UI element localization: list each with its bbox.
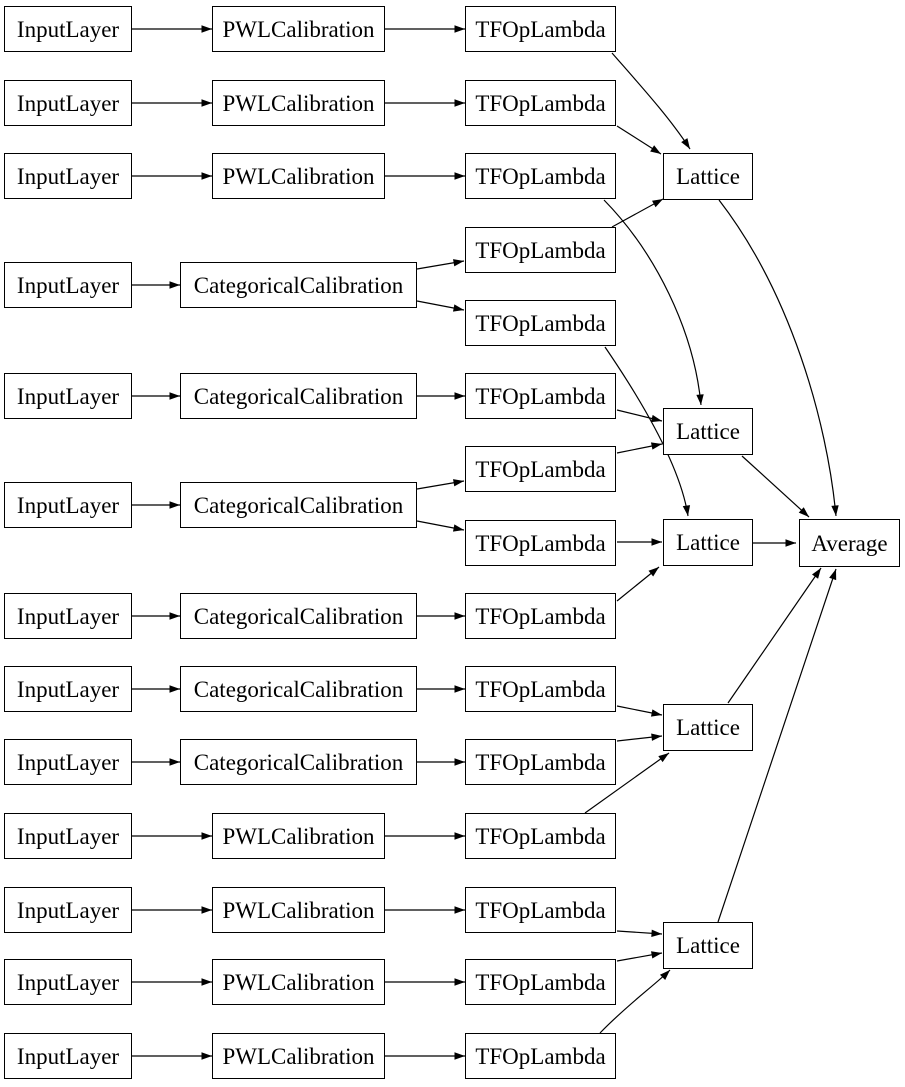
node-categorical-calibration-6: CategoricalCalibration bbox=[180, 739, 417, 785]
node-tfop-lambda-10: TFOpLambda bbox=[465, 666, 616, 712]
node-tfop-lambda-3: TFOpLambda bbox=[465, 153, 616, 199]
node-input-layer-11: InputLayer bbox=[4, 887, 132, 933]
node-tfop-lambda-11: TFOpLambda bbox=[465, 739, 616, 785]
edge-t10-to-l3 bbox=[616, 733, 663, 742]
edge-t5-to-l1 bbox=[616, 409, 663, 423]
node-pwl-calibration-6: PWLCalibration bbox=[212, 959, 385, 1005]
node-input-layer-7: InputLayer bbox=[4, 593, 132, 639]
node-pwl-calibration-1: PWLCalibration bbox=[212, 6, 385, 52]
node-tfop-lambda-12: TFOpLambda bbox=[465, 813, 616, 859]
node-pwl-calibration-5: PWLCalibration bbox=[212, 887, 385, 933]
node-pwl-calibration-4: PWLCalibration bbox=[212, 813, 385, 859]
node-tfop-lambda-8: TFOpLambda bbox=[465, 520, 616, 566]
node-average: Average bbox=[799, 519, 900, 567]
edge-l4-to-avg bbox=[717, 568, 837, 923]
node-tfop-lambda-9: TFOpLambda bbox=[465, 593, 616, 639]
node-categorical-calibration-5: CategoricalCalibration bbox=[180, 666, 417, 712]
edge-t13-to-l4 bbox=[616, 951, 663, 962]
edge-c5-to-t6 bbox=[416, 479, 465, 490]
node-tfop-lambda-15: TFOpLambda bbox=[465, 1033, 616, 1079]
edge-t8-to-l2 bbox=[616, 566, 660, 602]
node-input-layer-4: InputLayer bbox=[4, 262, 132, 308]
edge-t12-to-l4 bbox=[616, 929, 663, 937]
node-input-layer-3: InputLayer bbox=[4, 153, 132, 199]
edge-t3-to-l0 bbox=[611, 198, 664, 228]
node-lattice-5: Lattice bbox=[663, 922, 753, 969]
node-tfop-lambda-4: TFOpLambda bbox=[465, 227, 616, 273]
edge-t11-to-l3 bbox=[584, 752, 670, 814]
edge-t9-to-l3 bbox=[616, 705, 663, 717]
node-lattice-2: Lattice bbox=[663, 408, 753, 455]
edge-t6-to-l1 bbox=[616, 442, 663, 454]
node-categorical-calibration-4: CategoricalCalibration bbox=[180, 593, 417, 639]
node-tfop-lambda-5: TFOpLambda bbox=[465, 300, 616, 346]
node-pwl-calibration-2: PWLCalibration bbox=[212, 80, 385, 126]
edge-t1-to-l0 bbox=[616, 125, 662, 155]
node-categorical-calibration-3: CategoricalCalibration bbox=[180, 482, 417, 528]
node-tfop-lambda-7: TFOpLambda bbox=[465, 446, 616, 492]
node-categorical-calibration-1: CategoricalCalibration bbox=[180, 262, 417, 308]
node-lattice-3: Lattice bbox=[663, 519, 753, 566]
edge-l0-to-avg bbox=[718, 199, 839, 517]
edge-c3-to-t3 bbox=[416, 259, 465, 270]
node-input-layer-9: InputLayer bbox=[4, 739, 132, 785]
node-input-layer-1: InputLayer bbox=[4, 6, 132, 52]
node-pwl-calibration-7: PWLCalibration bbox=[212, 1033, 385, 1079]
node-tfop-lambda-2: TFOpLambda bbox=[465, 80, 616, 126]
edge-l3-to-avg bbox=[727, 567, 822, 704]
node-categorical-calibration-2: CategoricalCalibration bbox=[180, 373, 417, 419]
node-input-layer-10: InputLayer bbox=[4, 813, 132, 859]
edge-t0-to-l0 bbox=[611, 52, 691, 150]
node-input-layer-13: InputLayer bbox=[4, 1033, 132, 1079]
edge-l1-to-avg bbox=[741, 455, 810, 518]
node-tfop-lambda-1: TFOpLambda bbox=[465, 6, 616, 52]
node-lattice-1: Lattice bbox=[663, 153, 753, 200]
node-input-layer-2: InputLayer bbox=[4, 80, 132, 126]
node-tfop-lambda-13: TFOpLambda bbox=[465, 887, 616, 933]
node-input-layer-5: InputLayer bbox=[4, 373, 132, 419]
edge-t14-to-l4 bbox=[599, 969, 671, 1034]
node-pwl-calibration-3: PWLCalibration bbox=[212, 153, 385, 199]
node-input-layer-6: InputLayer bbox=[4, 482, 132, 528]
edge-t2-to-l1 bbox=[603, 199, 704, 406]
node-tfop-lambda-6: TFOpLambda bbox=[465, 373, 616, 419]
edge-c3-to-t4 bbox=[416, 300, 465, 312]
node-input-layer-12: InputLayer bbox=[4, 959, 132, 1005]
node-input-layer-8: InputLayer bbox=[4, 666, 132, 712]
node-lattice-4: Lattice bbox=[663, 704, 753, 751]
edge-c5-to-t7 bbox=[416, 520, 465, 532]
node-tfop-lambda-14: TFOpLambda bbox=[465, 959, 616, 1005]
edge-t4-to-l2 bbox=[604, 346, 691, 517]
